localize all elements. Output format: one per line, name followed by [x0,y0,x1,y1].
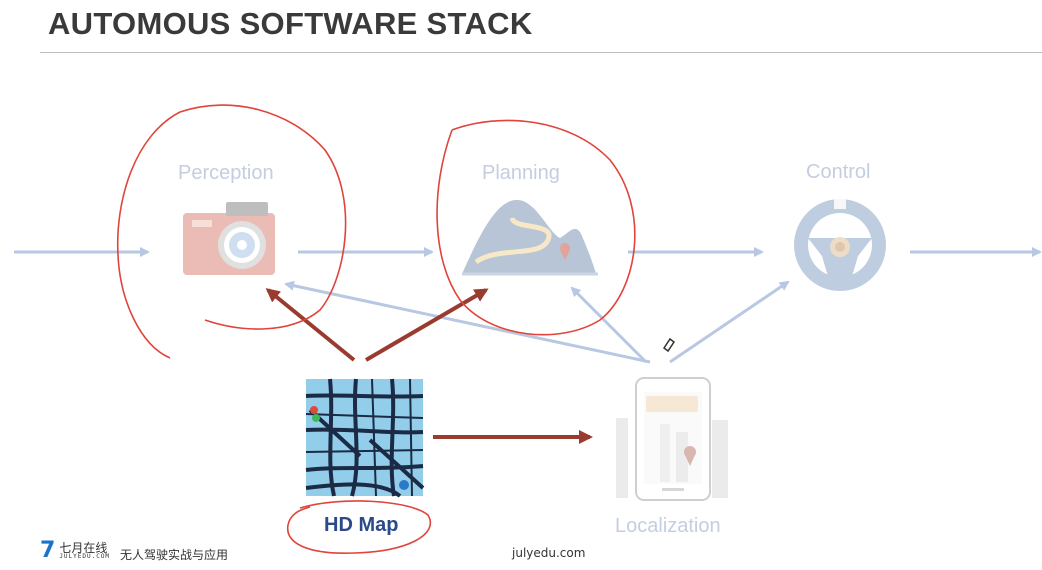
annotation-circles [116,104,636,554]
pen-cursor-icon [662,337,676,353]
localization-to-control-arrow [669,280,790,364]
logo-chinese-text: 七月在线 [59,541,108,555]
hd-map-label: HD Map [324,514,399,536]
hd-map-arrows [265,288,593,444]
control-label: Control [806,161,871,183]
planning-label: Planning [482,162,560,184]
localization-label: Localization [615,515,721,537]
localization-to-perception-arrow [284,280,651,364]
hd-map-annotation-circle [286,500,431,554]
site-url: julyedu.com [512,546,586,560]
logo-mark: 7 [40,538,56,563]
planning-annotation-circle [436,119,636,336]
hd-map-icon [305,378,425,498]
steering-wheel-icon [794,199,886,291]
map-to-perception-arrow [265,288,356,362]
perception-annotation-circle [116,104,347,359]
camera-icon [183,202,275,275]
perception-label: Perception [178,162,274,184]
localization-to-planning-arrow [570,286,648,364]
flow-arrows [14,247,1042,364]
map-to-planning-arrow [364,288,489,362]
course-name: 无人驾驶实战与应用 [120,548,229,562]
title-underline [40,52,1042,53]
brand-logo: 7 七月在线 JULYEDU.COM [40,540,110,562]
mountain-route-icon [462,199,598,276]
logo-english-text: JULYEDU.COM [59,553,111,560]
phone-location-icon [616,377,728,501]
slide-title: AUTOMOUS SOFTWARE STACK [48,6,533,41]
